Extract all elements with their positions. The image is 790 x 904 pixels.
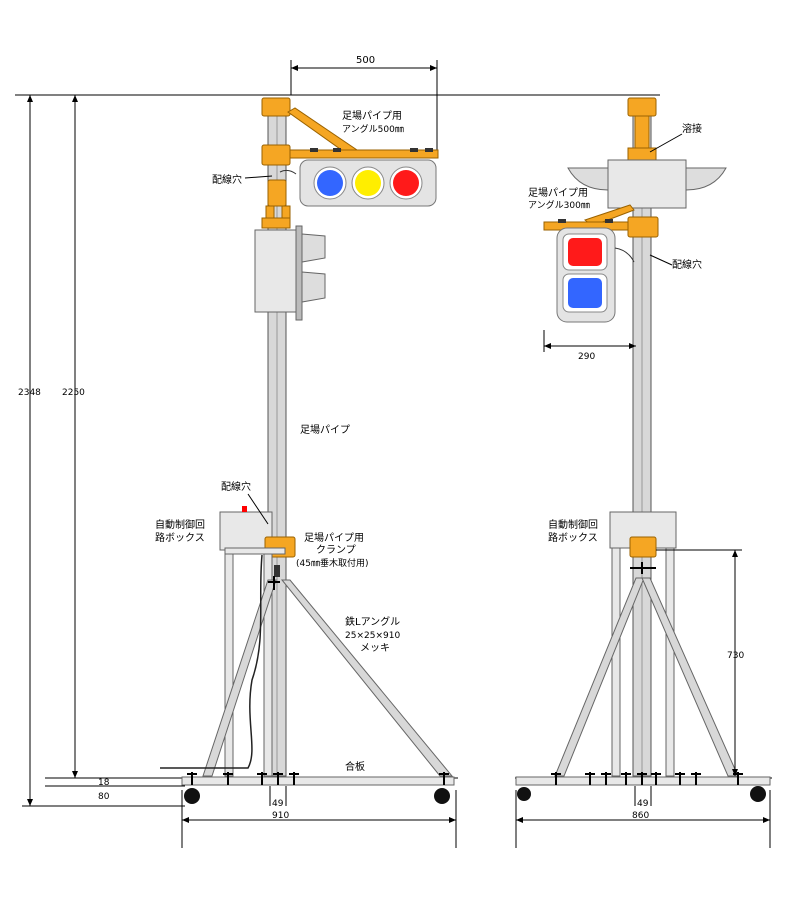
weld-label: 溶接	[682, 122, 702, 135]
dim-290-arrow-left	[544, 343, 551, 349]
dim-730-arrow-bottom	[732, 769, 738, 776]
dim-500-arrow-right	[430, 65, 437, 71]
left-cross-bolt	[268, 576, 280, 590]
clamp-label-1: 足場パイプ用	[304, 531, 364, 544]
angle300-label-2: アングル300㎜	[528, 199, 590, 211]
angle-iron-label-3: メッキ	[360, 643, 390, 654]
left-mid-clamp-1	[267, 179, 287, 207]
right-lower-clamp	[629, 536, 657, 558]
ped-lamp-red	[568, 238, 602, 266]
angle300-label-1: 足場パイプ用	[528, 186, 588, 199]
right-wire	[614, 247, 635, 263]
control-box-right-label-2: 路ボックス	[548, 531, 598, 544]
lamp-yellow	[355, 170, 381, 196]
angle500-label-1: 足場パイプ用	[342, 109, 402, 122]
right-caster-right	[750, 786, 766, 802]
right-cross-bolt	[630, 562, 656, 574]
angle-iron-label-1: 鉄Lアングル	[345, 615, 400, 628]
wire-hole-mid-leader	[247, 493, 269, 525]
left-cable	[160, 554, 263, 769]
left-pedestrian-signal-box	[254, 229, 298, 313]
dim-910-arrow-left	[182, 817, 189, 823]
dim-2250-arrow-bottom	[72, 771, 78, 778]
left-bolt-1	[310, 148, 318, 152]
left-pole-bolt	[274, 565, 280, 577]
dim-500-label: 500	[356, 55, 375, 66]
right-caster-left	[517, 787, 531, 801]
dim-910-arrow-right	[449, 817, 456, 823]
right-brace-left	[554, 577, 645, 777]
right-upper-clamp	[627, 216, 659, 238]
right-bolt-2	[605, 219, 613, 223]
wire-hole-right-leader	[649, 254, 673, 266]
left-control-box-indicator	[242, 506, 247, 512]
lamp-blue	[317, 170, 343, 196]
dim-500-arrow-left	[291, 65, 298, 71]
dim-80-label: 80	[98, 792, 110, 802]
right-vehicle-signal-box	[607, 159, 687, 209]
dim-2348-arrow-top	[27, 95, 33, 102]
dim-2250-arrow-top	[72, 95, 78, 102]
right-bolt-1	[558, 219, 566, 223]
ped-lamp-blue	[568, 278, 602, 308]
dim-18-label: 18	[98, 778, 110, 788]
dim-2348-arrow-bottom	[27, 799, 33, 806]
left-pedestrian-visor-top	[301, 233, 326, 263]
left-pedestrian-visor-bottom	[301, 271, 326, 303]
wire-hole-right-label: 配線穴	[672, 258, 702, 271]
dim-49-right-label: 49	[637, 799, 649, 809]
right-top-clamp	[627, 97, 657, 117]
clamp-label-3: (45㎜垂木取付用)	[296, 557, 368, 569]
left-upper-clamp	[261, 144, 291, 166]
dim-290-label: 290	[578, 352, 595, 362]
left-pedestrian-visor-plate	[295, 225, 303, 321]
dim-860-arrow-left	[516, 817, 523, 823]
right-signal-visor-left	[567, 167, 609, 191]
dim-2250-label: 2250	[62, 388, 85, 398]
angle-iron-label-2: 25×25×910	[345, 631, 400, 641]
base-plate-label: 合板	[345, 760, 365, 773]
left-brace-right	[280, 579, 454, 777]
left-bolt-2	[333, 148, 341, 152]
dim-49-left-label: 49	[272, 799, 284, 809]
left-bolt-4	[425, 148, 433, 152]
control-box-left-label-2: 路ボックス	[155, 531, 205, 544]
left-base-bolts	[187, 772, 449, 785]
left-bolt-3	[410, 148, 418, 152]
clamp-label-2: クランプ	[316, 544, 356, 556]
wire-hole-top-label: 配線穴	[212, 173, 242, 186]
dim-290-arrow-right	[629, 343, 636, 349]
wire-hole-top-leader	[244, 175, 273, 179]
right-frame-leg-left	[611, 547, 621, 777]
left-caster-left	[184, 788, 200, 804]
left-frame-top-rail	[224, 547, 286, 555]
left-top-wire	[279, 169, 297, 175]
scaffold-pipe-label: 足場パイプ	[300, 423, 350, 436]
lamp-red	[393, 170, 419, 196]
left-base-plate	[181, 776, 455, 786]
dim-730-arrow-top	[732, 550, 738, 557]
wire-hole-mid-label: 配線穴	[221, 480, 251, 493]
left-top-clamp	[261, 97, 291, 117]
dim-730-label: 730	[727, 651, 744, 661]
right-signal-visor-right	[685, 167, 727, 191]
left-mid-clamp-4	[261, 217, 291, 229]
weld-leader	[649, 133, 683, 153]
left-caster-right	[434, 788, 450, 804]
control-box-left-label-1: 自動制御回	[155, 518, 205, 531]
right-frame-leg-right	[665, 547, 675, 777]
left-frame-leg-left	[224, 549, 234, 777]
dim-910-label: 910	[272, 811, 289, 821]
angle500-label-2: アングル500㎜	[342, 123, 404, 135]
right-base-bolts	[551, 772, 743, 785]
dim-860-label: 860	[632, 811, 649, 821]
dim-2348-label: 2348	[18, 388, 41, 398]
control-box-right-label-1: 自動制御回	[548, 518, 598, 531]
right-weld-clamp	[627, 147, 657, 161]
right-brace-right	[641, 577, 739, 777]
dim-860-arrow-right	[763, 817, 770, 823]
